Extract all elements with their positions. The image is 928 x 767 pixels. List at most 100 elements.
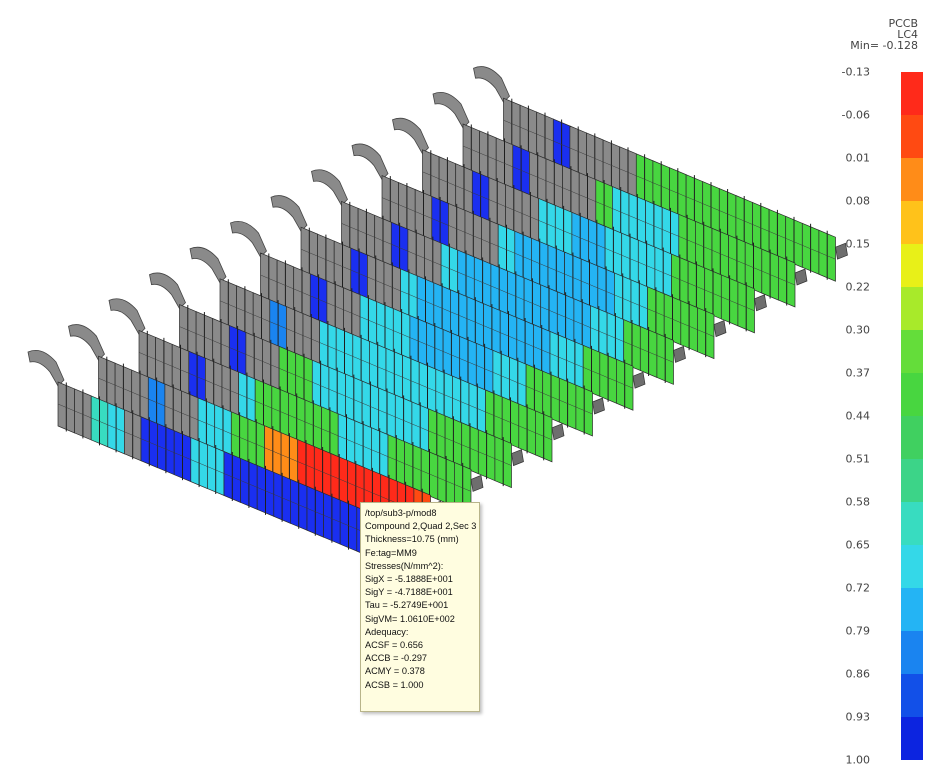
mesh-line [207, 466, 225, 474]
mesh-line [588, 241, 606, 249]
structure-strip[interactable] [311, 169, 686, 385]
mesh-line [669, 189, 687, 197]
mesh-line [310, 295, 327, 304]
mesh-line [472, 192, 489, 200]
mesh-line [302, 335, 320, 343]
mesh-line [697, 329, 715, 337]
mesh-line [181, 412, 199, 421]
structure-strip[interactable] [351, 143, 727, 360]
mesh-line [745, 263, 762, 272]
mesh-line [569, 147, 587, 156]
mesh-line [496, 159, 513, 168]
mesh-line [279, 368, 296, 376]
mesh-line [98, 377, 116, 386]
structure-strip[interactable] [189, 246, 565, 463]
mesh-line [555, 227, 572, 235]
tooltip-line: ACSF = 0.656 [365, 640, 423, 651]
structure-strip[interactable] [392, 117, 767, 334]
mesh-line [314, 468, 331, 476]
mesh-line [645, 222, 663, 230]
legend-swatch [901, 373, 923, 416]
legend-swatch [901, 459, 923, 502]
mesh-line [387, 456, 405, 464]
mesh-line [435, 390, 453, 399]
legend-swatch [901, 674, 923, 717]
mesh-line [347, 482, 365, 490]
end-cap [713, 320, 727, 338]
structure-strip[interactable] [27, 349, 403, 566]
mesh-line [752, 224, 770, 232]
mesh-line [245, 354, 263, 362]
mesh-line [542, 392, 560, 401]
mesh-line [485, 411, 503, 420]
mesh-line [761, 270, 779, 279]
mesh-line [605, 248, 622, 256]
mesh-line [115, 384, 132, 393]
mesh-line [378, 409, 396, 418]
mesh-line [383, 283, 401, 292]
mesh-line [290, 501, 308, 509]
mesh-line [802, 245, 819, 253]
mesh-line [319, 342, 337, 350]
structure-strip[interactable] [270, 195, 646, 411]
mesh-line [454, 484, 472, 492]
structure-strip[interactable] [473, 66, 848, 282]
mesh-line [575, 406, 593, 415]
mesh-line [260, 274, 278, 283]
mesh-line [273, 494, 291, 502]
mesh-line [688, 282, 705, 291]
mesh-line [236, 307, 254, 315]
structure-strip[interactable] [432, 91, 808, 308]
mesh-line [422, 171, 440, 179]
tooltip-line: Compound 2,Quad 2,Sec 3 [365, 521, 476, 532]
mesh-line [457, 271, 475, 280]
mesh-line [295, 375, 313, 383]
structure-strip[interactable] [149, 272, 524, 489]
tooltip-line: SigY = -4.7188E+001 [365, 587, 453, 598]
mesh-line [269, 321, 287, 329]
mesh-line [553, 140, 570, 149]
mesh-line [262, 361, 280, 369]
mesh-line [818, 252, 836, 260]
mesh-line [354, 442, 372, 450]
mesh-line [695, 243, 713, 251]
mesh-line [240, 480, 258, 488]
mesh-line [721, 296, 738, 305]
structure-strip[interactable] [108, 298, 484, 514]
structure-strip[interactable] [230, 220, 605, 437]
tooltip-line: Adequacy: [365, 626, 409, 637]
mesh-line [107, 424, 125, 433]
mesh-line [671, 275, 689, 284]
mesh-line [564, 273, 582, 282]
tooltip-line: SigVM= 1.0610E+002 [365, 613, 455, 624]
mesh-line [415, 211, 432, 219]
mesh-line [581, 280, 598, 289]
mesh-line [321, 428, 339, 437]
mesh-line [785, 238, 803, 246]
legend-swatch [901, 72, 923, 115]
legend-swatch [901, 158, 923, 201]
mesh-line [621, 254, 639, 263]
mesh-line [579, 194, 596, 202]
bracket-end [392, 117, 429, 155]
mesh-line [391, 244, 408, 252]
end-cap [551, 423, 565, 441]
mesh-line [503, 119, 521, 128]
mesh-line [599, 374, 617, 382]
mesh-line [214, 426, 232, 435]
mesh-line [188, 373, 206, 381]
mesh-line [205, 379, 223, 388]
mesh-line [586, 154, 604, 163]
mesh-line [616, 381, 634, 389]
mesh-line [343, 309, 361, 317]
mesh-line [400, 290, 418, 299]
mesh-line [190, 459, 208, 467]
ship-structure-model[interactable] [0, 0, 900, 764]
mesh-line [198, 419, 215, 428]
mesh-line [326, 302, 344, 310]
mesh-line [341, 223, 359, 231]
mesh-line [559, 399, 576, 408]
legend-swatch [901, 330, 923, 373]
mesh-line [362, 402, 379, 411]
